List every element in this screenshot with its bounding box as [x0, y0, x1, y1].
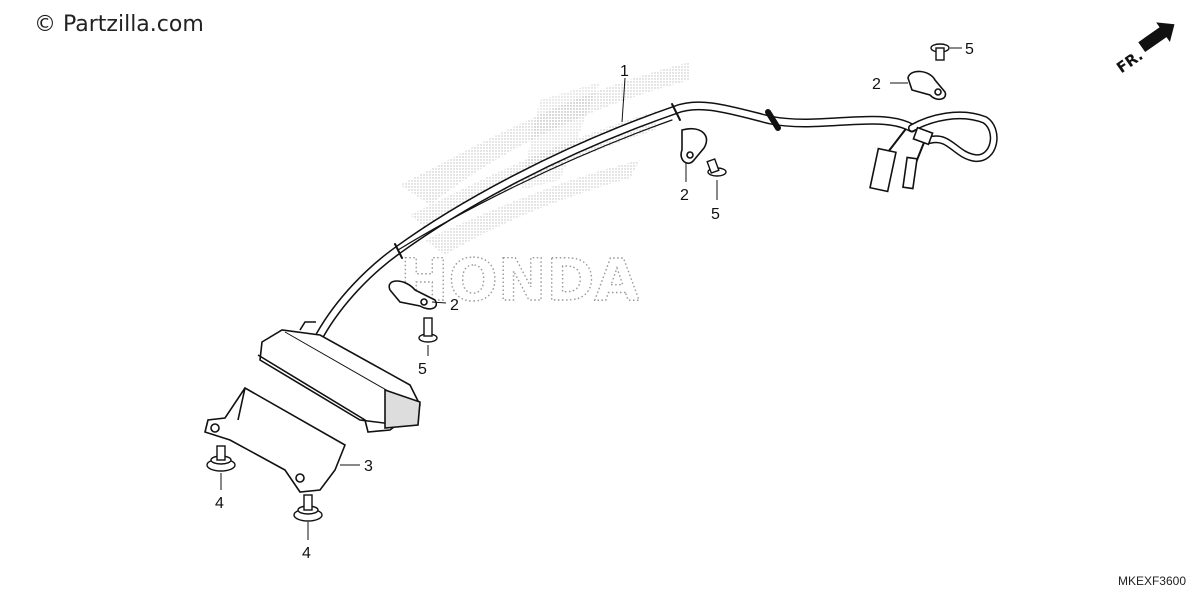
bracket-part-3	[204, 386, 347, 493]
callout-5-middle: 5	[711, 206, 720, 223]
callout-2-middle: 2	[680, 187, 689, 204]
screw-part-5	[418, 43, 950, 343]
wire-harness	[315, 101, 998, 340]
diagram-code: MKEXF3600	[1117, 574, 1186, 588]
light-unit	[257, 321, 421, 433]
callout-2-lower: 2	[450, 297, 459, 314]
honda-logo-text: HONDA	[400, 246, 640, 314]
watermark: © Partzilla.com	[34, 12, 204, 37]
clamp-part-2	[388, 70, 947, 310]
callout-5-lower: 5	[418, 361, 427, 378]
callout-2-upper: 2	[872, 76, 881, 93]
honda-wing-logo	[400, 62, 690, 255]
leader-lines	[220, 47, 962, 540]
arrow-icon	[1138, 22, 1175, 53]
front-label: FR.	[1113, 46, 1146, 77]
front-direction-marker: FR.	[1113, 22, 1175, 77]
bolt-part-4	[206, 445, 323, 522]
callout-4-left: 4	[215, 495, 224, 512]
callout-4-bottom: 4	[302, 545, 311, 562]
callout-1: 1	[620, 63, 629, 80]
callout-3: 3	[364, 458, 373, 475]
callout-5-upper: 5	[965, 41, 974, 58]
harness-connectors	[869, 126, 934, 193]
